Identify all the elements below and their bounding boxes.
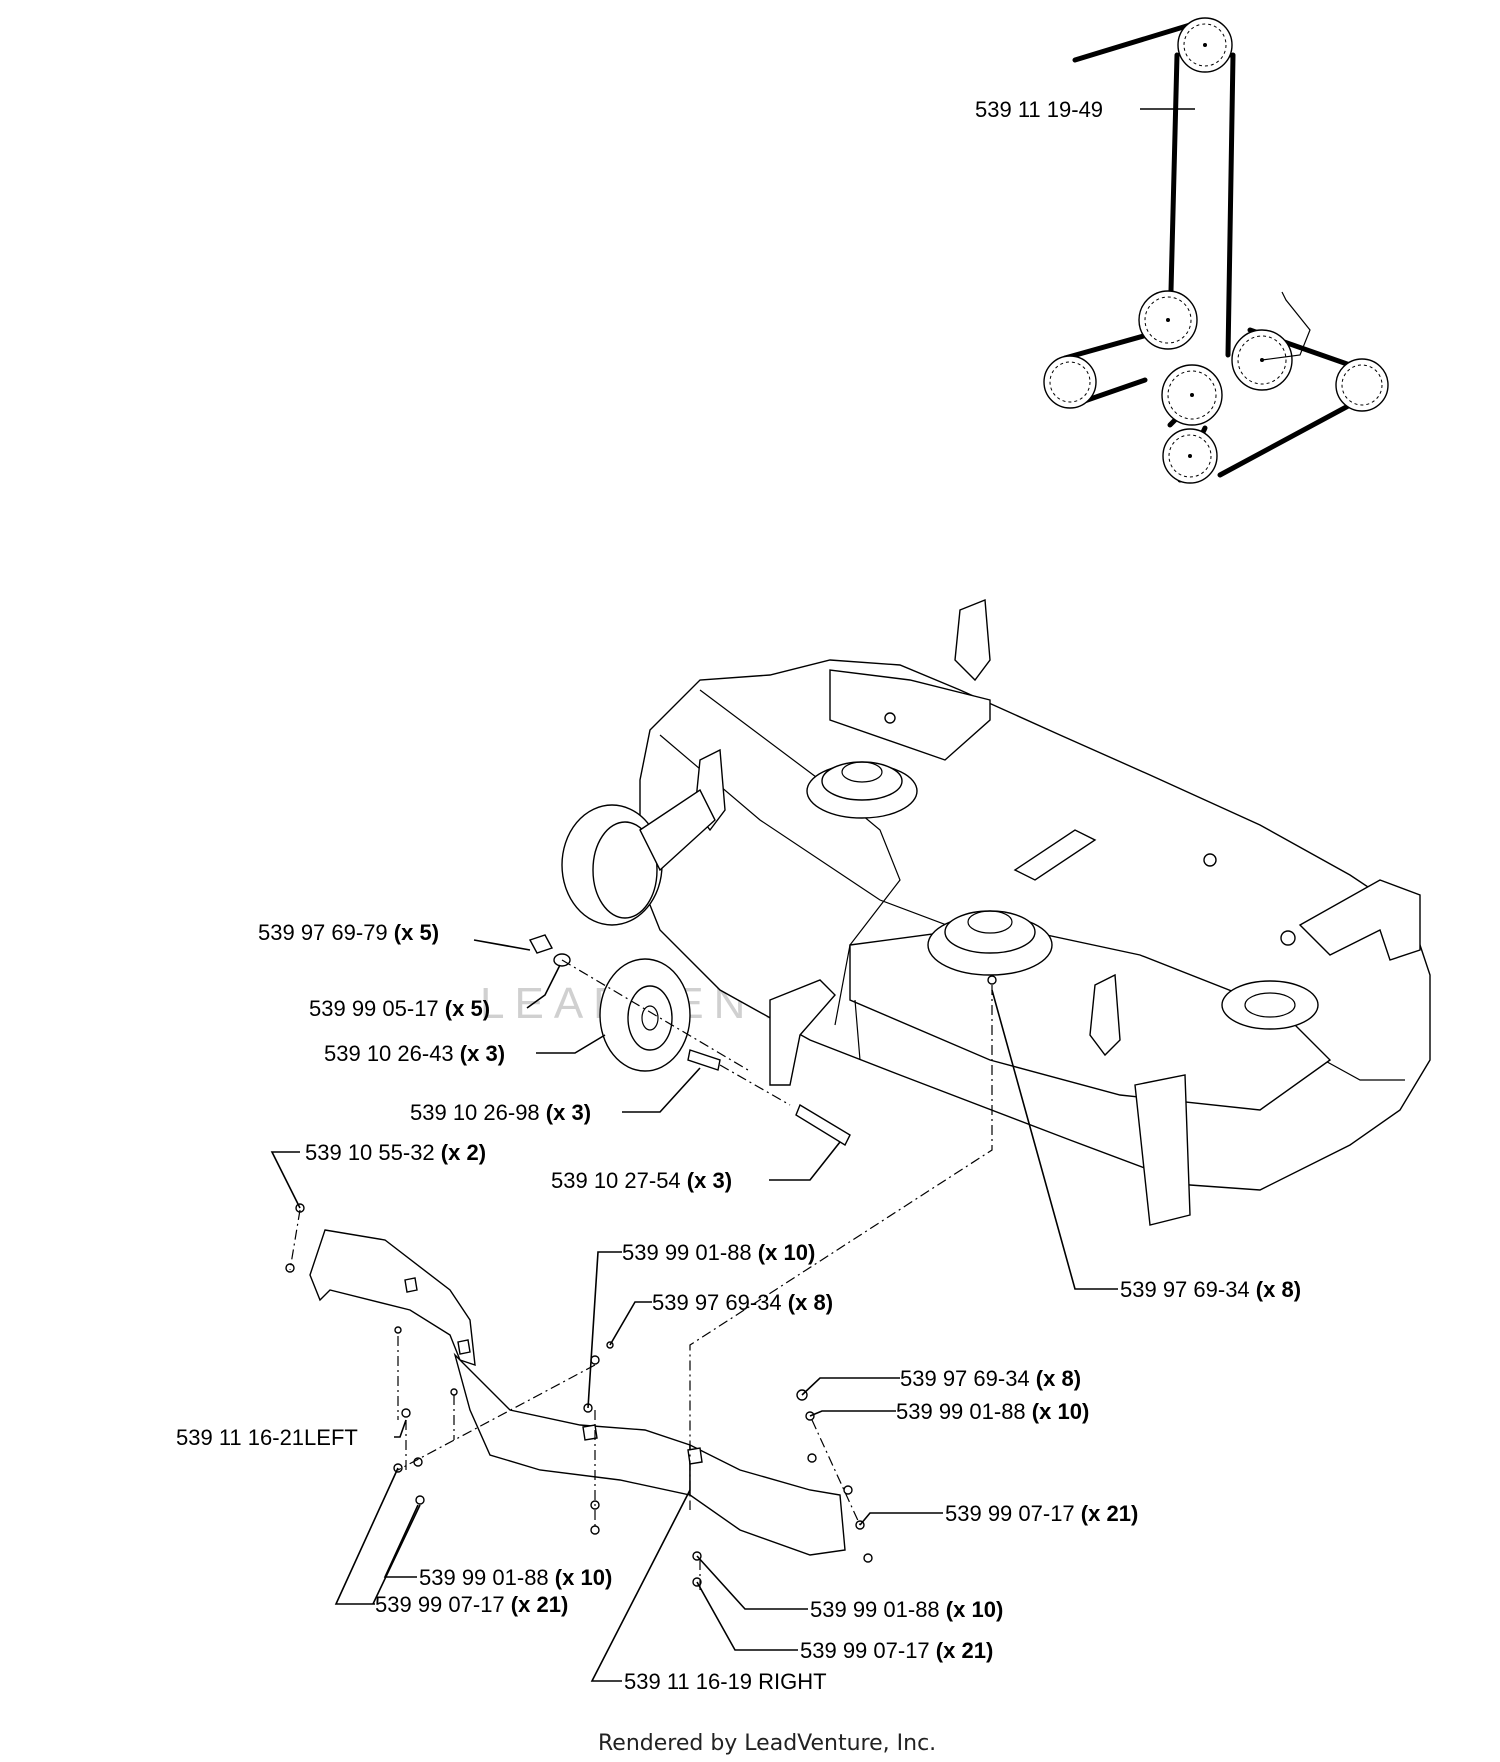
wheel-bracket-front [769, 979, 836, 1086]
spindle-right-plate [1221, 980, 1319, 1030]
belt-routing-diagram [1043, 17, 1389, 484]
callout-belt: 539 11 19-49 [975, 97, 1103, 122]
callout-washer-b: 539 99 01-88 (x 10) [896, 1399, 1089, 1424]
rear-mount-right [1298, 879, 1421, 961]
callout-washer: 539 99 05-17 (x 5) [309, 996, 490, 1021]
deck-bracket [1013, 829, 1097, 881]
nut-part [528, 934, 554, 954]
leader-lines [270, 108, 1195, 1682]
callout-washer-c: 539 99 01-88 (x 10) [419, 1565, 612, 1590]
callout-spacer: 539 10 26-98 (x 3) [410, 1100, 591, 1125]
deck-gauge-bracket [1134, 1074, 1191, 1226]
wheel-assembly [528, 934, 851, 1146]
mower-deck [561, 598, 1431, 1226]
rear-mount-left [829, 669, 991, 761]
callout-washer-d: 539 99 01-88 (x 10) [810, 1597, 1003, 1622]
hanger-rear [954, 598, 991, 682]
pulley-left [1043, 355, 1097, 409]
spacer-part [687, 1049, 721, 1071]
pulley-right [1335, 358, 1389, 412]
footer-credit: Rendered by LeadVenture, Inc. [598, 1731, 936, 1756]
callout-wheel: 539 10 26-43 (x 3) [324, 1041, 505, 1066]
callout-labels: 539 11 19-49 539 97 69-79 (x 5) 539 99 0… [176, 97, 1301, 1694]
shield-left-part [309, 1229, 476, 1367]
callout-nut-d: 539 99 07-17 (x 21) [800, 1638, 993, 1663]
callout-nut: 539 97 69-79 (x 5) [258, 920, 439, 945]
callout-bolt-a: 539 97 69-34 (x 8) [652, 1290, 833, 1315]
callout-screw-small: 539 10 55-32 (x 2) [305, 1140, 486, 1165]
shield-right-part [689, 1443, 846, 1556]
callout-axle-bolt: 539 10 27-54 (x 3) [551, 1168, 732, 1193]
axle-bolt-part [795, 1103, 851, 1146]
shield-center-part [453, 1352, 691, 1496]
callout-bolt-b: 539 97 69-34 (x 8) [900, 1366, 1081, 1391]
callout-washer-a: 539 99 01-88 (x 10) [622, 1240, 815, 1265]
deck-shields [309, 1229, 846, 1556]
callout-shield-right: 539 11 16-19 RIGHT [624, 1669, 827, 1694]
callout-nut-c: 539 99 07-17 (x 21) [375, 1592, 568, 1617]
assembly-lines [289, 959, 993, 1590]
callout-bolt-deck: 539 97 69-34 (x 8) [1120, 1277, 1301, 1302]
idler-spring [1261, 291, 1311, 361]
callout-nut-b: 539 99 07-17 (x 21) [945, 1501, 1138, 1526]
callout-shield-left: 539 11 16-21LEFT [176, 1425, 358, 1450]
hanger-right [1089, 973, 1121, 1057]
